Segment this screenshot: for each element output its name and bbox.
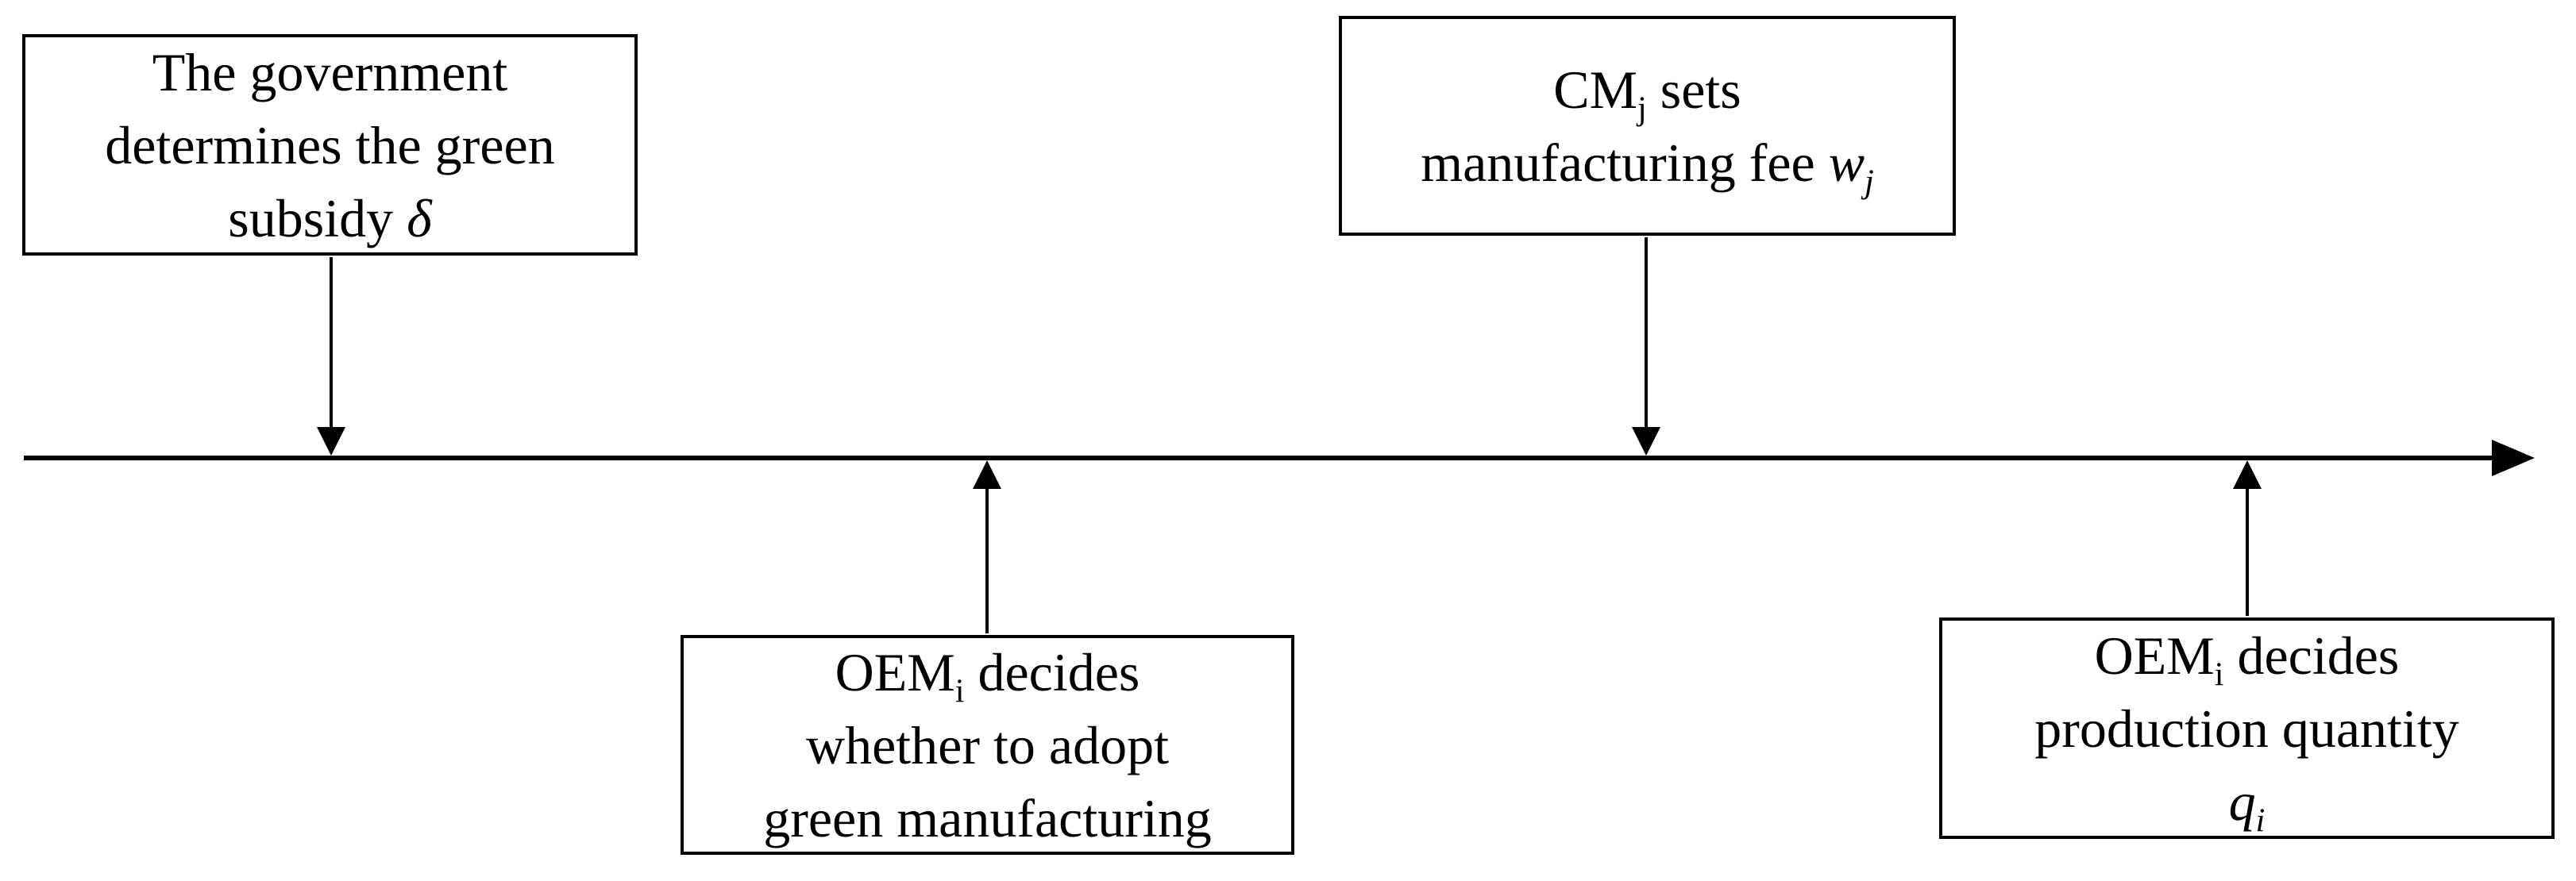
up-arrowhead-oem-quantity-icon: [2233, 460, 2262, 489]
down-arrowhead-cm-fee-icon: [1632, 427, 1660, 456]
timeline-right-arrowhead-icon: [2492, 440, 2535, 476]
up-arrowhead-oem-adopt-icon: [973, 460, 1001, 489]
down-arrowhead-government-icon: [317, 427, 345, 456]
